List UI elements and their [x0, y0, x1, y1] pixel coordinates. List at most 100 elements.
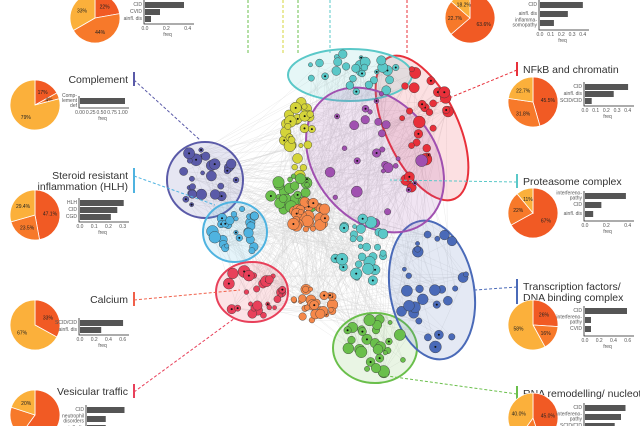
bar-label: CGD	[66, 214, 78, 220]
pie-slice	[69, 0, 96, 32]
edge	[383, 320, 419, 372]
module-nfkb: NFkB and chromatin45.5%31.8%22.7%CIDainf…	[419, 62, 634, 128]
gene-node	[302, 226, 309, 233]
tick-label: 0.3	[569, 32, 576, 38]
edge	[231, 132, 286, 164]
gene-node	[402, 267, 407, 272]
edge	[274, 148, 427, 308]
module-title: Vesicular traffic	[57, 386, 128, 398]
gene-node	[308, 62, 313, 68]
node-marker	[213, 163, 216, 166]
edge	[324, 149, 383, 219]
axis-label: freq	[163, 32, 172, 38]
bar	[585, 317, 591, 323]
edge	[306, 182, 384, 254]
node-marker	[341, 258, 344, 261]
gene-node	[379, 91, 384, 97]
edge	[326, 92, 445, 315]
gene-node	[439, 230, 450, 241]
edge	[185, 103, 434, 200]
edge	[195, 159, 268, 305]
edge	[320, 85, 406, 226]
tick-label: 0.00	[75, 110, 85, 116]
axis-label: freq	[603, 344, 612, 350]
bar-label: pathy	[570, 320, 583, 326]
tick-label: 0.50	[97, 110, 107, 116]
gene-node	[224, 243, 230, 249]
axis-label: freq	[98, 116, 107, 122]
pie-label: 22.7%	[516, 89, 531, 95]
pie-slice	[9, 79, 61, 131]
edge	[359, 65, 369, 269]
bar	[540, 20, 554, 26]
pie-label: 45.0%	[541, 414, 556, 420]
edge	[307, 60, 382, 115]
gene-node	[358, 243, 364, 249]
gene-node	[364, 80, 373, 89]
pie-label: 20%	[21, 401, 32, 407]
node-marker	[375, 99, 378, 102]
gene-node	[393, 163, 399, 169]
edge	[383, 234, 428, 254]
gene-node	[396, 306, 407, 317]
gene-node	[239, 206, 245, 212]
gene-node	[424, 333, 432, 342]
tick-label: 0.4	[184, 26, 191, 32]
gene-node	[443, 295, 453, 306]
edge	[230, 114, 290, 167]
edge	[211, 70, 337, 176]
tick-label: 0.0	[582, 108, 589, 114]
node-marker	[394, 66, 397, 69]
pie-slice	[9, 189, 36, 223]
tick-label: 0.75	[107, 110, 117, 116]
pie-label: 31.8%	[516, 111, 531, 117]
node-marker	[364, 107, 367, 110]
bar-label: ainfl. dis	[59, 327, 78, 333]
module-rna: RNA remodelling/ nucleotide45.0%40.0%CID…	[379, 374, 640, 426]
gene-node	[349, 74, 357, 83]
pie-slice	[9, 299, 58, 351]
tick-label: 0.6	[624, 338, 631, 344]
axis-label: freq	[558, 38, 567, 44]
gene-node	[358, 252, 367, 261]
node-marker	[312, 202, 315, 205]
gene-node	[338, 49, 348, 59]
gene-node	[362, 263, 374, 275]
gene-node	[371, 363, 382, 374]
gene-node	[295, 173, 306, 185]
gene-node	[279, 194, 288, 203]
gene-node	[367, 109, 373, 115]
pie-slice	[526, 417, 537, 426]
gene-node	[387, 320, 393, 325]
bar-axis	[583, 191, 634, 222]
gene-node	[415, 284, 424, 293]
gene-node	[352, 224, 357, 229]
node-marker	[238, 236, 241, 239]
node-marker	[283, 139, 286, 142]
pie-label: 79%	[21, 115, 32, 121]
gene-node	[272, 305, 277, 310]
gene-node	[406, 107, 413, 115]
gene-node	[301, 103, 308, 110]
gene-node	[395, 156, 401, 162]
bar-label: neutrophil	[62, 414, 84, 420]
edge	[225, 97, 446, 224]
pie-slice	[94, 0, 121, 19]
node-marker	[361, 217, 364, 220]
gene-node	[248, 301, 253, 307]
gene-node	[401, 285, 413, 297]
edge	[323, 277, 464, 312]
gene-node	[310, 225, 316, 232]
node-marker	[324, 75, 327, 78]
gene-node	[333, 57, 343, 67]
pie-label: 33%	[43, 315, 54, 321]
bar-axis	[78, 96, 129, 109]
edge	[323, 218, 363, 225]
pie-slice	[510, 187, 559, 239]
gene-node	[394, 329, 406, 341]
gene-node	[415, 241, 420, 246]
bar-label: SCID/CID	[560, 98, 582, 104]
node-marker	[184, 198, 187, 201]
